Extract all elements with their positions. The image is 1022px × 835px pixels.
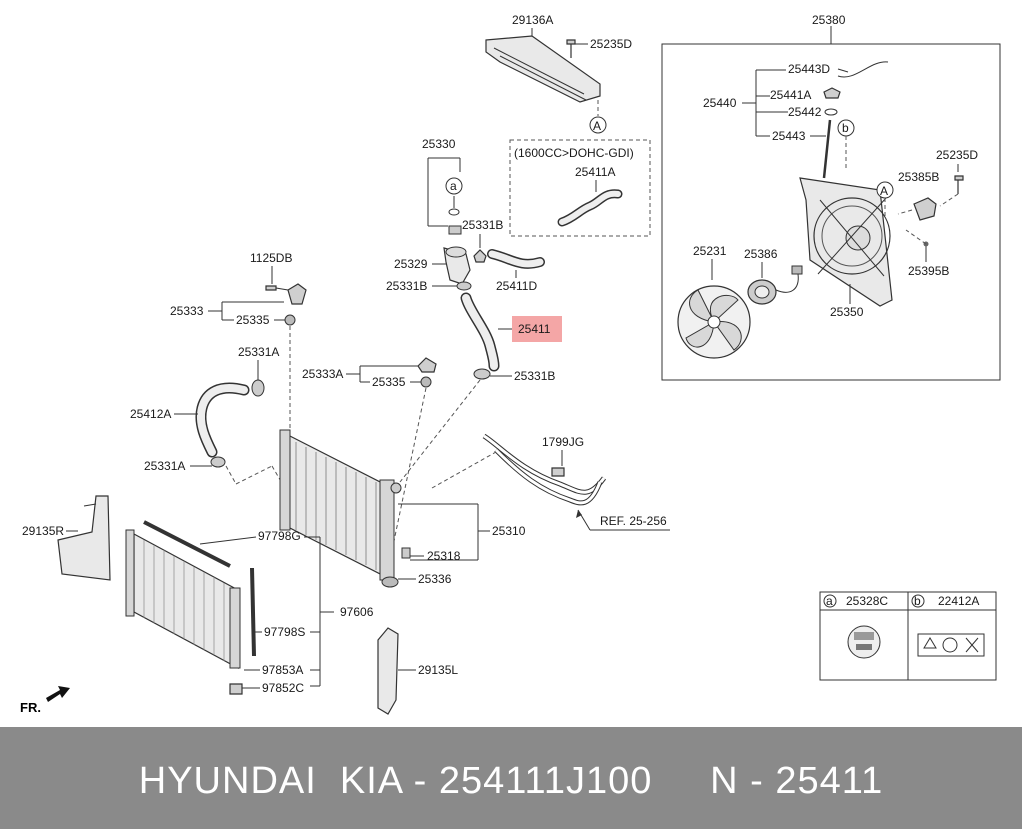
part-number-caption: HYUNDAI KIA - 254111J100 N - 25411 — [138, 760, 884, 802]
label-25443: 25443 — [772, 129, 806, 143]
label-fr: FR. — [20, 700, 41, 715]
label-25335-a: 25335 — [236, 313, 270, 327]
callout-A-fan: A — [880, 184, 888, 198]
label-97852C: 97852C — [262, 681, 304, 695]
condenser-97606 — [125, 529, 241, 670]
label-22412A: 22412A — [938, 594, 979, 608]
label-25441A: 25441A — [770, 88, 811, 102]
label-97798G: 97798G — [258, 529, 301, 543]
seal-97798G — [143, 520, 231, 568]
label-25310: 25310 — [492, 524, 526, 538]
label-29135R: 29135R — [22, 524, 64, 538]
label-29136A: 29136A — [512, 13, 553, 27]
label-25331A-b: 25331A — [144, 459, 185, 473]
pipe-1799JG — [482, 433, 607, 506]
label-25336: 25336 — [418, 572, 452, 586]
label-97798S: 97798S — [264, 625, 305, 639]
variant-box — [509, 139, 651, 237]
label-1799JG: 1799JG — [542, 435, 584, 449]
label-25440: 25440 — [703, 96, 737, 110]
label-25331A-a: 25331A — [238, 345, 279, 359]
label-25231: 25231 — [693, 244, 727, 258]
label-25411A: 25411A — [575, 165, 615, 179]
label-97606: 97606 — [340, 605, 374, 619]
parts-diagram: 25380 25443D 25440 25441A 25442 25443 b … — [20, 13, 1001, 715]
fan-blade-25231 — [677, 285, 751, 359]
fan-shroud-25350 — [799, 177, 893, 307]
label-25411: 25411 — [518, 322, 551, 336]
label-25411D: 25411D — [496, 279, 537, 293]
label-25386: 25386 — [744, 247, 778, 261]
air-guard-29136A — [485, 35, 601, 103]
label-25331B-c: 25331B — [514, 369, 555, 383]
label-25330: 25330 — [422, 137, 456, 151]
label-25442: 25442 — [788, 105, 822, 119]
label-25412A: 25412A — [130, 407, 171, 421]
footer-bar: HYUNDAI KIA - 254111J100 N - 25411 — [0, 727, 1022, 829]
air-guard-29135R — [57, 495, 111, 581]
label-25443D: 25443D — [788, 62, 830, 76]
label-25235D-top: 25235D — [590, 37, 632, 51]
legend-callout-b: b — [914, 594, 921, 608]
filler-neck-25329 — [443, 246, 471, 285]
label-97853A: 97853A — [262, 663, 303, 677]
callout-a-25330: a — [450, 179, 457, 193]
label-25329: 25329 — [394, 257, 428, 271]
label-25328C: 25328C — [846, 594, 888, 608]
front-arrow-icon — [46, 686, 70, 702]
legend-table: a 25328C b 22412A — [819, 591, 997, 681]
label-ref-25-256: REF. 25-256 — [600, 514, 667, 528]
label-25331B-a: 25331B — [462, 218, 503, 232]
seal-97798S — [250, 567, 256, 657]
label-25318: 25318 — [427, 549, 461, 563]
label-1125DB: 1125DB — [250, 251, 292, 265]
radiator-25310 — [279, 429, 402, 581]
label-25385B: 25385B — [898, 170, 939, 184]
radiator-cap-icon — [847, 625, 881, 659]
label-25333: 25333 — [170, 304, 204, 318]
label-29135L: 29135L — [418, 663, 458, 677]
label-variant: (1600CC>DOHC-GDI) — [514, 146, 634, 160]
label-25350: 25350 — [830, 305, 864, 319]
highlight-25411 — [512, 316, 562, 342]
callout-b-fan: b — [842, 121, 849, 135]
fan-motor-25386 — [747, 265, 803, 305]
label-25333A: 25333A — [302, 367, 343, 381]
label-25331B-b: 25331B — [386, 279, 427, 293]
label-25380: 25380 — [812, 13, 846, 27]
air-guard-29135L — [377, 627, 399, 715]
legend-callout-a: a — [826, 594, 833, 608]
warning-label-icon — [917, 633, 985, 657]
label-25235D-right: 25235D — [936, 148, 978, 162]
label-25395B: 25395B — [908, 264, 949, 278]
callout-A-top: A — [593, 119, 601, 133]
label-25335-b: 25335 — [372, 375, 406, 389]
